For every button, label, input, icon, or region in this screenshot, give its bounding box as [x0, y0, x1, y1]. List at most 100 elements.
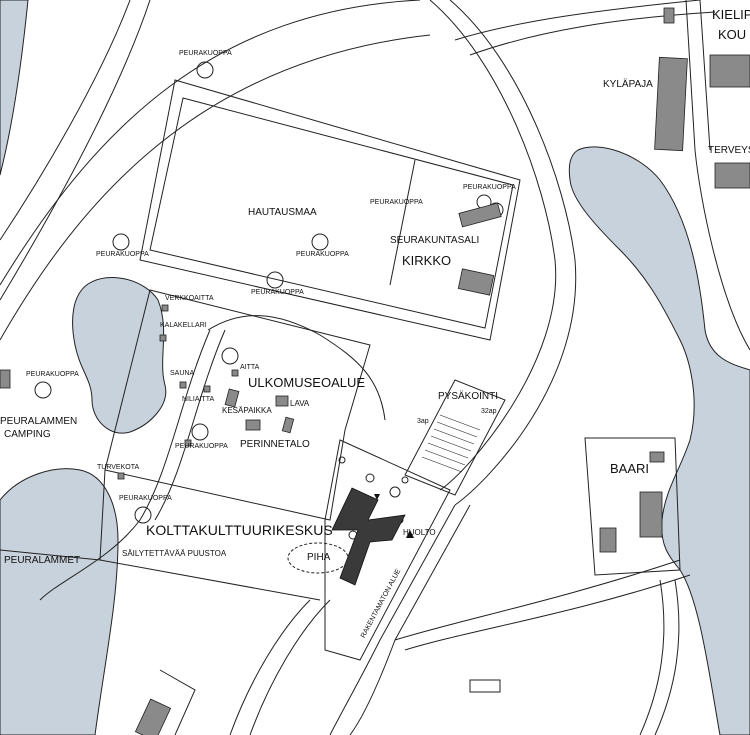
label-hautausmaa: HAUTAUSMAA	[248, 207, 317, 218]
label-3ap: 3ap	[417, 418, 429, 425]
path-lower	[249, 599, 331, 735]
label-seurakuntasali: SEURAKUNTASALI	[390, 235, 480, 246]
peurakuoppa-circle	[389, 486, 401, 498]
building-kolttakulttuurikeskus	[331, 487, 406, 586]
peurakuoppa-circle	[311, 233, 329, 251]
label-peurakuoppa: PEURAKUOPPA	[119, 495, 172, 502]
building-baari-3	[599, 527, 617, 553]
label-peurakuoppa: PEURAKUOPPA	[175, 443, 228, 450]
road-east-1	[394, 559, 681, 641]
building-niliaitta	[203, 385, 211, 393]
building-verkkoaitta	[161, 304, 169, 312]
peurakuoppa-circle	[134, 506, 152, 524]
bottom-plot	[159, 669, 196, 735]
building-kalakellari	[159, 334, 167, 342]
label-sauna: SAUNA	[170, 370, 195, 377]
road-sw-2	[154, 329, 226, 521]
road-bottom-2	[349, 504, 471, 735]
road-top-1	[0, 0, 421, 286]
building-large-museum	[224, 388, 240, 408]
cemetery-inner	[149, 97, 514, 329]
building-kirkko	[457, 268, 495, 296]
label-peurakuoppa: PEURAKUOPPA	[370, 199, 423, 206]
peurakuoppa-circle	[401, 476, 409, 484]
bottom-rect	[469, 679, 501, 693]
label-perinnetalo: PERINNETALO	[240, 439, 310, 450]
label-kielip: KIELIP	[712, 7, 750, 22]
building-left	[0, 369, 11, 389]
road-se-2	[654, 579, 680, 735]
label-ulkomuseoalue: ULKOMUSEOALUE	[248, 375, 366, 390]
road-left-2	[0, 0, 151, 301]
lake-peuralammet	[0, 468, 119, 735]
label-kirkko: KIRKKO	[402, 253, 452, 268]
label-turvekota: TURVEKOTA	[97, 464, 140, 471]
road-bottom-1	[329, 504, 456, 735]
building-kou	[709, 54, 750, 88]
label-kesapaikka: KESÄPAIKKA	[222, 406, 272, 415]
museum-area	[104, 289, 371, 521]
label-sailytettava: SÄILYTETTÄVÄÄ PUUSTOA	[122, 549, 227, 558]
label-peuralammen: PEURALAMMEN	[0, 416, 78, 427]
entrance-arrow	[374, 494, 380, 500]
cemetery-divider	[389, 159, 416, 286]
label-kalakellari: KALAKELLARI	[160, 322, 207, 329]
road-vert-1	[685, 0, 750, 351]
building-bottom	[134, 698, 172, 735]
label-peurakuoppa: PEURAKUOPPA	[296, 251, 349, 258]
lower-area-2	[0, 549, 101, 561]
building-small	[184, 439, 192, 447]
road-sw	[39, 329, 211, 601]
path-museum	[207, 315, 386, 421]
label-kolttakulttuurikeskus: KOLTTAKULTTUURIKESKUS	[146, 522, 333, 538]
label-32ap: 32ap	[481, 408, 497, 415]
road-main-2	[449, 0, 577, 506]
label-niliaitta: NILIAITTA	[182, 396, 215, 403]
lake-upper-left	[72, 277, 167, 434]
building-terveys	[714, 162, 750, 189]
label-kylapaja: KYLÄPAJA	[603, 79, 653, 90]
baari-area	[584, 437, 681, 576]
lake-left-edge	[0, 0, 29, 176]
building-sauna	[179, 381, 187, 389]
label-piha: PIHA	[307, 552, 331, 563]
building-kylapaja	[654, 56, 688, 152]
label-peurakuoppa: PEURAKUOPPA	[26, 371, 79, 378]
peurakuoppa-circle	[191, 423, 209, 441]
peurakuoppa-circle	[221, 347, 239, 365]
path-lower-2	[229, 599, 311, 735]
label-pysakointi: PYSÄKOINTI	[438, 391, 499, 402]
building-lava	[275, 395, 289, 407]
road-ne-1	[454, 0, 701, 41]
label-huolto: HUOLTO	[403, 528, 436, 537]
peurakuoppa-circle	[266, 271, 284, 289]
building-baari-2	[639, 491, 663, 538]
road-main-1	[429, 0, 557, 491]
road-se-1	[639, 579, 665, 735]
label-peurakuoppa: PEURAKUOPPA	[96, 251, 149, 258]
service-arrow	[406, 530, 414, 538]
culture-center-area	[324, 439, 451, 661]
building-perinnetalo	[281, 416, 295, 434]
lake-right	[568, 146, 750, 735]
building-turvekota	[117, 472, 125, 480]
label-verkkoaitta: VERKKOAITTA	[165, 295, 214, 302]
label-peurakuoppa: PEURAKUOPPA	[463, 184, 516, 191]
building-kielip	[663, 7, 675, 24]
label-terveys: TERVEYS	[708, 145, 750, 156]
peurakuoppa-circle	[365, 473, 375, 483]
label-aitta: AITTA	[240, 364, 260, 371]
label-peurakuoppa: PEURAKUOPPA	[251, 289, 304, 296]
lower-area	[99, 559, 321, 601]
road-left-1	[0, 0, 131, 241]
parking-area	[404, 379, 506, 496]
peurakuoppa-circle	[34, 381, 52, 399]
building-seurakuntasali	[458, 202, 502, 228]
peurakuoppa-circle	[196, 61, 214, 79]
peurakuoppa-circle	[112, 233, 130, 251]
label-camping: CAMPING	[4, 429, 51, 440]
label-peuralammet: PEURALAMMET	[4, 555, 81, 566]
building-aitta	[231, 369, 239, 377]
